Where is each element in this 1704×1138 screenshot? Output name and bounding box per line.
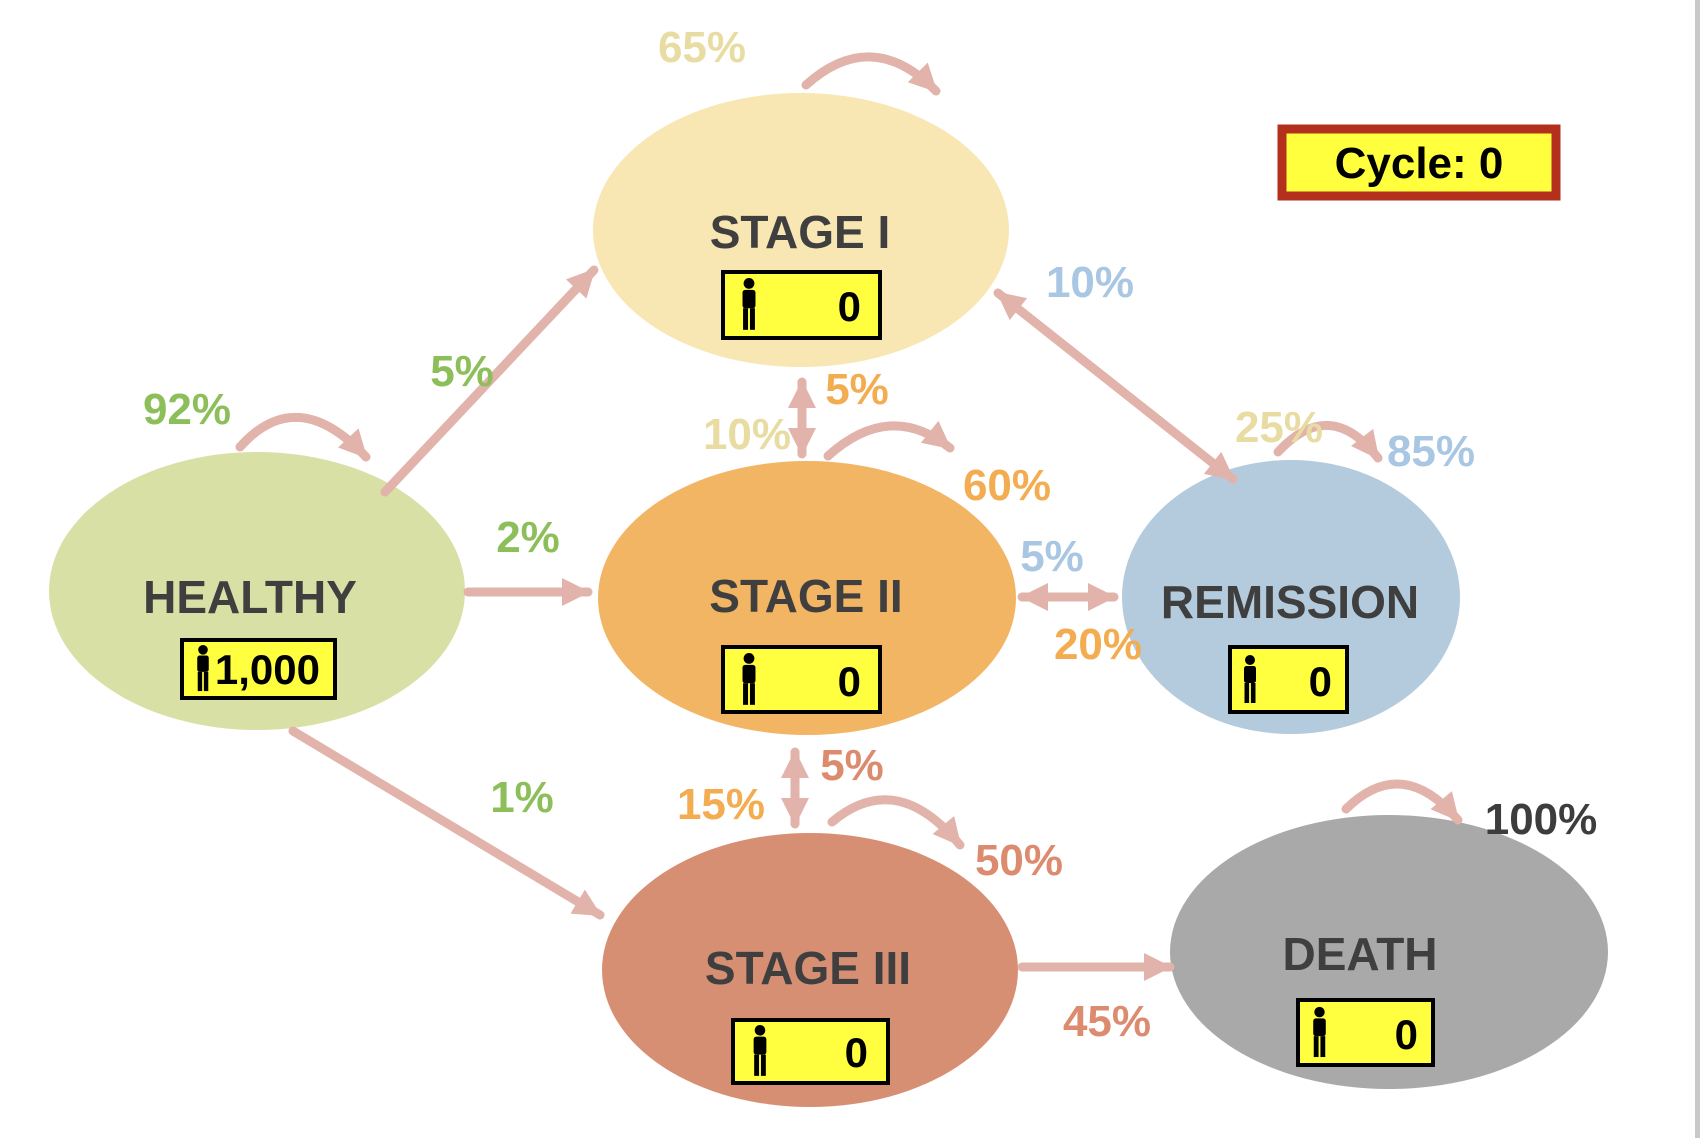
state-ellipse-remission [1122,460,1460,734]
state-name-healthy: HEALTHY [143,571,357,623]
label-stage3-self: 50% [975,836,1063,885]
label-stage3-death: 45% [1063,997,1151,1046]
cycle-indicator: Cycle: 0 [1277,124,1561,201]
label-death-self: 100% [1485,795,1598,844]
counter-value-healthy: 1,000 [215,646,320,693]
state-name-stage3: STAGE III [705,942,911,994]
label-stage2-stage1: 5% [825,365,889,414]
cycle-box [1277,124,1561,201]
counter-value-stage1: 0 [838,283,861,330]
state-name-stage1: STAGE I [710,206,891,258]
state-ellipse-stage3 [602,833,1018,1107]
state-ellipse-healthy [49,452,465,730]
counter-stage3: 0 [731,1018,890,1085]
label-stage1-stage2: 10% [703,410,791,459]
selfloop-death [1341,779,1463,825]
label-healthy-stage1: 5% [430,347,494,396]
counter-value-remission: 0 [1309,658,1332,705]
state-ellipse-stage1 [593,93,1009,367]
label-healthy-self: 92% [143,385,231,434]
selfloop-stage3 [827,795,965,850]
label-stage1-self: 65% [658,23,746,72]
selfloop-stage1 [801,52,941,96]
label-healthy-stage3: 1% [490,773,554,822]
label-stage1-remission: 25% [1235,403,1323,452]
arrow-stage1-remission [993,288,1238,484]
label-stage3-stage2: 5% [820,741,884,790]
label-stage2-self: 60% [963,461,1051,510]
arrow-healthy-to-stage3 [288,726,605,920]
counter-healthy: 1,000 [180,638,337,700]
cycle-label: Cycle: 0 [1335,139,1504,188]
label-remission-stage1: 10% [1046,258,1134,307]
state-name-stage2: STAGE II [709,570,902,622]
label-remission-self: 85% [1387,427,1475,476]
selfloop-stage2 [823,420,955,461]
label-healthy-stage2: 2% [496,513,560,562]
state-ellipse-stage2 [598,461,1016,735]
counter-remission: 0 [1228,645,1349,714]
label-remission-stage2: 5% [1020,532,1084,581]
counter-stage2: 0 [721,645,882,714]
counter-value-stage3: 0 [845,1029,868,1076]
selfloop-healthy [235,412,371,462]
label-stage2-remission: 20% [1054,620,1142,669]
state-ellipse-death [1170,815,1608,1089]
arrow-healthy-to-stage1 [380,265,599,497]
counter-value-stage2: 0 [838,658,861,705]
counter-value-death: 0 [1395,1011,1418,1058]
state-name-remission: REMISSION [1161,576,1419,628]
label-stage2-stage3: 15% [677,780,765,829]
selfloop-remission [1273,421,1383,463]
counter-stage1: 0 [721,270,882,340]
counter-death: 0 [1296,998,1435,1067]
state-name-death: DEATH [1282,928,1437,980]
window-edge-line [1695,0,1700,1138]
